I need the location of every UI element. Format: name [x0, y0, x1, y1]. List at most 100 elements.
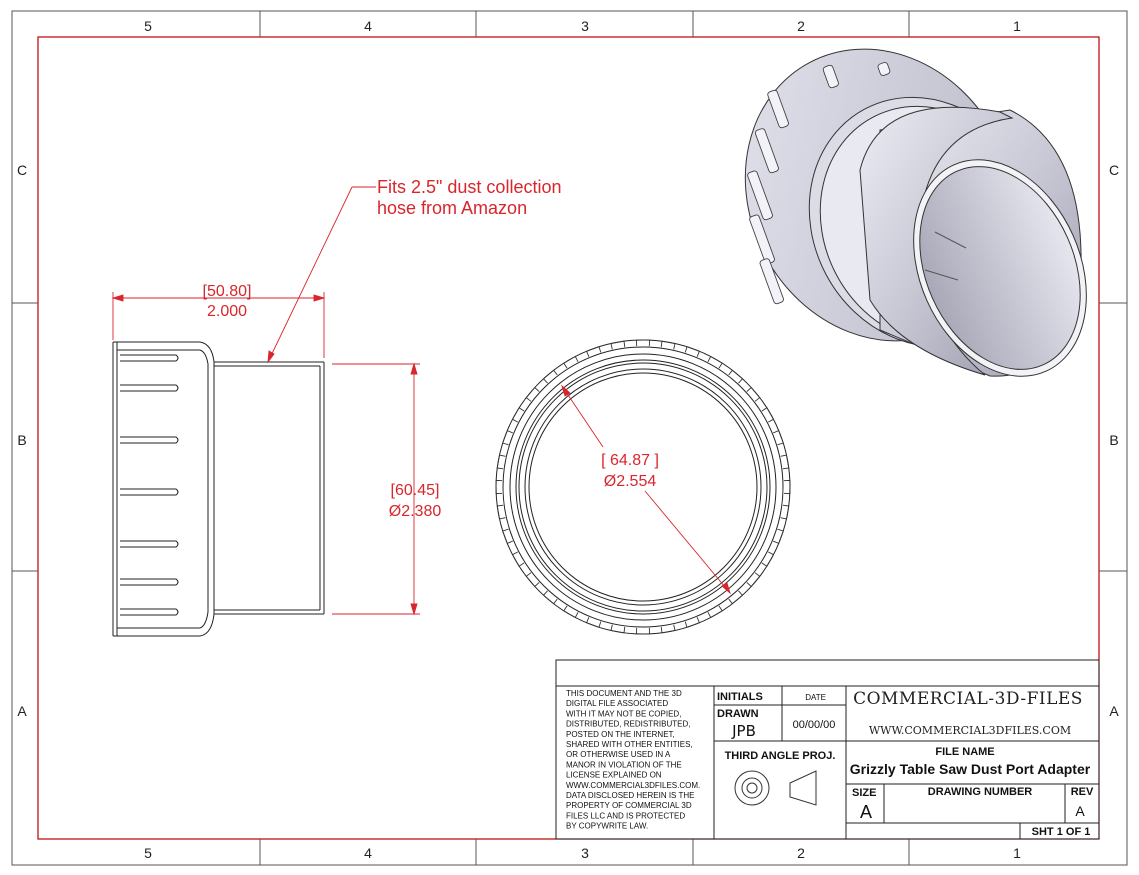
grip-notch: [511, 551, 525, 567]
grip-notch: [707, 605, 723, 619]
length-dim-mm: [50.80]: [203, 283, 252, 300]
grip-rib: [877, 62, 891, 76]
zone-col-4-bottom: 4: [364, 845, 372, 861]
zone-row-a-right: A: [1109, 703, 1119, 719]
zone-row-a-left: A: [17, 703, 27, 719]
grip-notch: [773, 430, 784, 446]
grip-notch: [563, 355, 579, 369]
zone-labels-left: C B A: [17, 162, 27, 719]
notice-line: FILES LLC AND IS PROTECTED: [566, 811, 685, 820]
callout-line-1: Fits 2.5" dust collection: [377, 177, 561, 197]
sheet-number: SHT 1 OF 1: [1032, 826, 1091, 838]
zone-row-b-left: B: [17, 432, 26, 448]
grip-notch: [496, 454, 506, 470]
end-dim-in: Ø2.554: [604, 473, 657, 490]
zone-col-5-top: 5: [144, 18, 152, 34]
zone-col-1-bottom: 1: [1013, 845, 1021, 861]
grip-notch: [635, 339, 651, 347]
notice-line: LICENSE EXPLAINED ON: [566, 771, 662, 780]
grip-notch: [684, 346, 700, 357]
grip-notch: [761, 551, 775, 567]
zone-col-4-top: 4: [364, 18, 372, 34]
side-dimensions: [111, 292, 420, 616]
notice-line: DIGITAL FILE ASSOCIATED: [566, 699, 668, 708]
length-dim-in: 2.000: [207, 303, 247, 320]
drawn-by: JPB: [731, 722, 756, 740]
drawn-label: DRAWN: [717, 708, 759, 720]
grip-notch: [684, 617, 700, 628]
company-website: WWW.COMMERCIAL3DFILES.COM: [869, 724, 1071, 737]
projection-label: THIRD ANGLE PROJ.: [725, 750, 836, 762]
notice-line: THIS DOCUMENT AND THE 3D: [566, 689, 682, 698]
callout-leader: [267, 186, 376, 364]
size-label: SIZE: [852, 787, 876, 799]
notice-line: OR OTHERWISE USED IN A: [566, 750, 671, 759]
grip-notch: [542, 590, 558, 605]
side-view: [112, 341, 325, 637]
grip-notch: [586, 617, 602, 628]
grip-notch: [495, 479, 503, 495]
grip-notch: [502, 430, 513, 446]
grip-notch: [511, 407, 525, 423]
grip-notch: [610, 340, 626, 350]
grip-notch: [525, 572, 540, 588]
grip-notch: [783, 479, 791, 495]
grip-notch: [746, 386, 761, 402]
zone-col-5-bottom: 5: [144, 845, 152, 861]
grip-notch: [542, 369, 558, 384]
grip-notch: [525, 386, 540, 402]
grip-notch: [660, 624, 676, 634]
zone-ticks: [12, 11, 1127, 865]
notice-line: WITH IT MAY NOT BE COPIED,: [566, 709, 681, 718]
grip-notch: [761, 407, 775, 423]
grip-notch: [496, 504, 506, 520]
grip-slot: [120, 384, 179, 392]
size-value: A: [860, 802, 872, 822]
grip-slot: [120, 354, 179, 362]
grip-notch: [610, 624, 626, 634]
third-angle-symbol: [734, 770, 817, 806]
date-value: 00/00/00: [793, 719, 836, 731]
grip-notch: [728, 369, 744, 384]
zone-labels-bottom: 5 4 3 2 1: [144, 845, 1021, 861]
zone-row-c-right: C: [1109, 162, 1119, 178]
grip-rib: [747, 170, 773, 221]
notice-line: MANOR IN VIOLATION OF THE: [566, 760, 682, 769]
drawing-number-label: DRAWING NUMBER: [928, 786, 1033, 798]
zone-col-3-top: 3: [581, 18, 589, 34]
grip-notch: [746, 572, 761, 588]
file-name-label: FILE NAME: [935, 746, 994, 758]
grip-notch: [707, 355, 723, 369]
outer-border: [11, 10, 1128, 866]
end-view: [495, 339, 791, 635]
rev-value: A: [1075, 803, 1085, 819]
grip-rib: [767, 89, 789, 129]
grip-rib: [754, 128, 779, 174]
grip-notch: [780, 504, 790, 520]
zone-col-3-bottom: 3: [581, 845, 589, 861]
notice-line: PROPERTY OF COMMERCIAL 3D: [566, 801, 692, 810]
initials-label: INITIALS: [717, 691, 763, 703]
zone-col-1-top: 1: [1013, 18, 1021, 34]
rev-label: REV: [1071, 786, 1094, 798]
grip-rib: [759, 258, 784, 305]
zone-col-2-bottom: 2: [797, 845, 805, 861]
grip-notch: [728, 590, 744, 605]
notice-line: DATA DISCLOSED HEREIN IS THE: [566, 791, 694, 800]
grip-notch: [563, 605, 579, 619]
grip-notches: [495, 339, 791, 635]
grip-rib: [822, 64, 839, 89]
grip-notch: [586, 346, 602, 357]
zone-row-c-left: C: [17, 162, 27, 178]
notice-line: BY COPYWRITE LAW.: [566, 822, 648, 831]
end-dimension: [561, 384, 731, 595]
zone-labels-right: C B A: [1109, 162, 1119, 719]
grip-notch: [502, 528, 513, 544]
notice-line: SHARED WITH OTHER ENTITIES,: [566, 740, 693, 749]
grip-notch: [780, 454, 790, 470]
grip-slot: [120, 540, 179, 548]
grip-notch: [660, 340, 676, 350]
callout-line-2: hose from Amazon: [377, 198, 527, 218]
